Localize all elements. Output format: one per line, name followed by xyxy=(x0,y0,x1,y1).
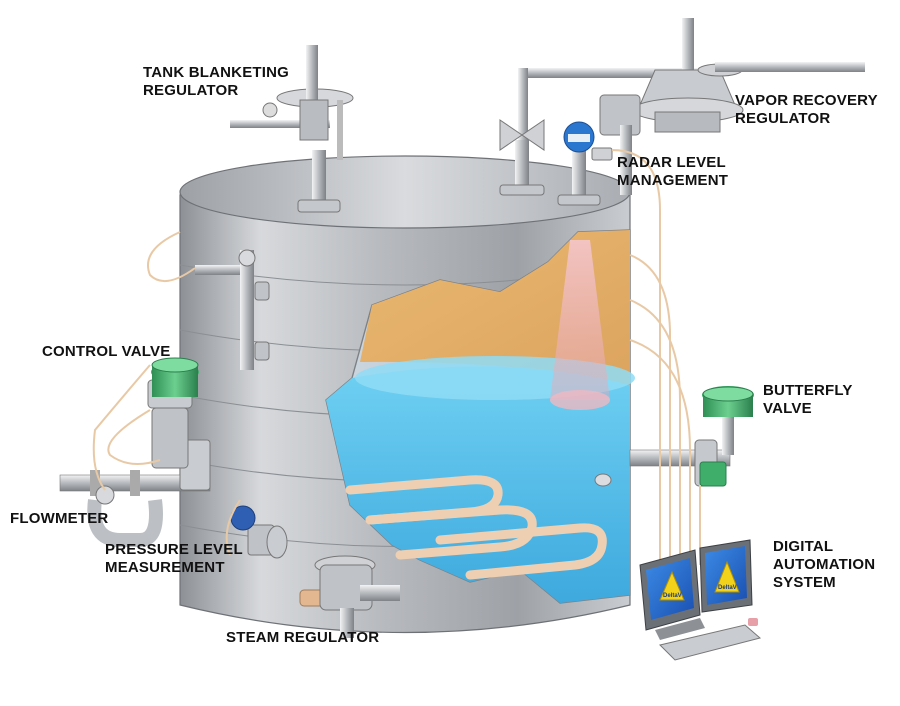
roof-valve xyxy=(499,119,545,196)
automation-computer: DeltaV DeltaV xyxy=(639,539,762,661)
label-control-valve: CONTROL VALVE xyxy=(42,343,171,360)
control-valve xyxy=(147,357,199,469)
label-steam-regulator: STEAM REGULATOR xyxy=(226,629,380,646)
label-flowmeter: FLOWMETER xyxy=(10,510,109,527)
flowmeter xyxy=(87,485,163,547)
radar-level-gauge xyxy=(557,121,613,206)
tank-cutaway xyxy=(325,229,635,604)
tank-blanketing-regulator xyxy=(230,45,354,213)
butterfly-valve xyxy=(629,386,754,487)
heating-coil xyxy=(345,475,607,580)
radar-beam xyxy=(550,240,610,400)
pressure-transmitter xyxy=(230,505,288,559)
liquid-level xyxy=(326,366,630,603)
deltav-logo: DeltaV xyxy=(663,593,682,599)
steam-regulator xyxy=(299,555,400,638)
tank-nozzle xyxy=(594,473,612,487)
sight-glass xyxy=(195,249,270,370)
vapor-recovery-regulator xyxy=(518,18,865,195)
deltav-logo: DeltaV xyxy=(718,585,737,591)
